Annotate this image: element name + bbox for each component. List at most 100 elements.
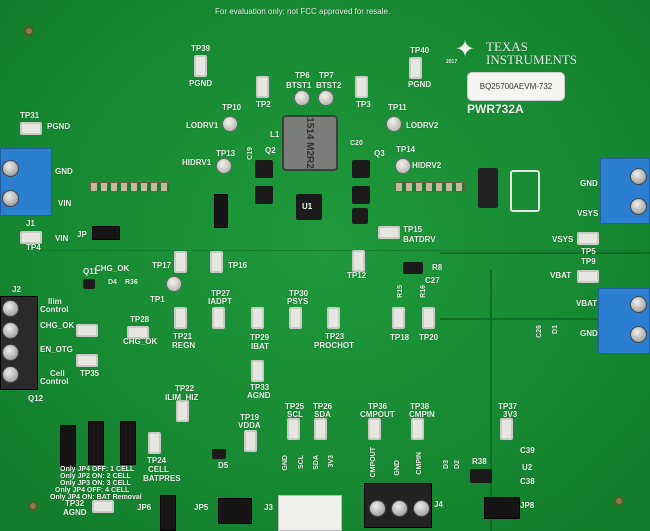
logo-year: 2017 [446,59,458,65]
jumper-jp4[interactable] [60,425,76,469]
test-post-tp6[interactable] [294,90,310,106]
test-post-tp14[interactable] [395,158,411,174]
ic-q11 [83,279,95,289]
silk-label: BTST1 [286,81,312,90]
silk-label: VBAT [550,271,572,280]
jumper-jp6[interactable] [160,495,176,531]
test-pad-tp9[interactable] [577,270,599,283]
silk-label: JP [77,230,87,239]
ic-q7 [352,208,368,224]
test-pad-tp32[interactable] [92,500,114,513]
test-pad-tp5[interactable] [577,232,599,245]
silk-label: JP6 [137,503,152,512]
test-pad-tp37[interactable] [500,418,513,440]
test-pad-tp24[interactable] [148,432,161,454]
test-pad-tp28[interactable] [127,326,149,339]
silk-label: CMPOUT [360,410,395,419]
test-pad-tp2[interactable] [256,76,269,98]
ic-q2 [255,160,273,178]
test-pad-tp12[interactable] [352,250,365,272]
silk-label: TP9 [581,257,596,266]
jumper-jp7[interactable] [214,194,228,228]
test-pad-tp20[interactable] [422,307,435,329]
silk-label: J4 [434,500,443,509]
silk-label: TP40 [410,46,430,55]
jumper-jp2[interactable] [88,421,104,465]
test-pad-tp18[interactable] [392,307,405,329]
test-post-tp1[interactable] [166,276,182,292]
test-pad-tp17[interactable] [174,251,187,273]
silk-label: VDDA [238,421,261,430]
jumper-jp8[interactable] [484,497,520,519]
j3-pin-label: GND [282,455,289,471]
silk-label: TP28 [130,315,150,324]
silk-label: TP2 [256,100,271,109]
silk-label: J1 [26,219,35,228]
test-pad-tp19[interactable] [244,430,257,452]
jumper-jp[interactable] [92,226,120,240]
test-pad-tp3x[interactable] [76,324,98,337]
test-pad-tp15[interactable] [378,226,400,239]
silk-label: R8 [432,263,443,272]
silk-label: Ilim [48,297,62,306]
test-pad-tp21[interactable] [174,307,187,329]
silk-label: C20 [350,140,363,147]
test-pad-tp30[interactable] [289,307,302,329]
silk-label: TP37 [498,402,518,411]
test-post-tp7[interactable] [318,90,334,106]
silk-label: U1 [302,202,313,211]
silk-label: TP35 [80,369,100,378]
test-pad-tp35[interactable] [76,354,98,367]
silk-label: PSYS [287,297,309,306]
test-pad-tp22[interactable] [176,400,189,422]
silk-label: TP16 [228,261,248,270]
silk-label: TP7 [319,71,334,80]
test-pad-tp33[interactable] [251,360,264,382]
test-pad-tp36[interactable] [368,418,381,440]
test-pad-tp29[interactable] [251,307,264,329]
jumper-note: Only JP2 ON: 2 CELL [60,473,131,480]
test-post-tp11[interactable] [386,116,402,132]
board-id: PWR732A [467,102,524,116]
test-pad-tp26[interactable] [314,418,327,440]
ic-u1 [296,194,322,220]
silk-label: HIDRV1 [182,158,212,167]
silk-label: TP22 [175,384,195,393]
silk-label: TP26 [313,402,333,411]
jumper-note: Only JP3 ON: 3 CELL [60,480,131,487]
silk-label: ILIM_HIZ [165,393,199,402]
test-pad-tp39[interactable] [194,55,207,77]
silk-label: CMPIN [409,410,435,419]
test-pad-tp25[interactable] [287,418,300,440]
jumper-jp5[interactable] [218,498,252,524]
silk-label: Q11 [83,267,98,276]
j3-pin-label: 3V3 [328,455,335,468]
jumper-jp3[interactable] [120,421,136,465]
j4-pin-label: CMPIN [416,452,423,475]
test-pad-tp40[interactable] [409,57,422,79]
silk-label: 3V3 [503,410,518,419]
silk-label: U2 [522,463,533,472]
j3-pin-label: SCL [298,455,305,469]
silk-label: HIDRV2 [412,161,442,170]
ic-q3 [352,160,370,178]
silk-label: TP6 [295,71,310,80]
test-pad-tp4[interactable] [20,231,42,244]
silk-label: TP11 [388,103,407,112]
test-pad-tp27[interactable] [212,307,225,329]
test-pad-tp23[interactable] [327,307,340,329]
test-post-tp13[interactable] [216,158,232,174]
test-pad-tp38[interactable] [411,418,424,440]
silk-label: R15 [397,285,404,298]
silk-label: TP10 [222,103,242,112]
test-post-tp10[interactable] [222,116,238,132]
silk-label: R36 [125,279,138,286]
test-pad-tp3[interactable] [355,76,368,98]
silk-label: TP19 [240,413,260,422]
silk-label: PGND [408,80,432,89]
test-pad-tp16[interactable] [210,251,223,273]
silk-label: TP33 [250,383,270,392]
jumper-note: Only JP4 OFF: 4 CELL [55,487,130,494]
silk-label: TP3 [356,100,371,109]
test-pad-tp31[interactable] [20,122,42,135]
